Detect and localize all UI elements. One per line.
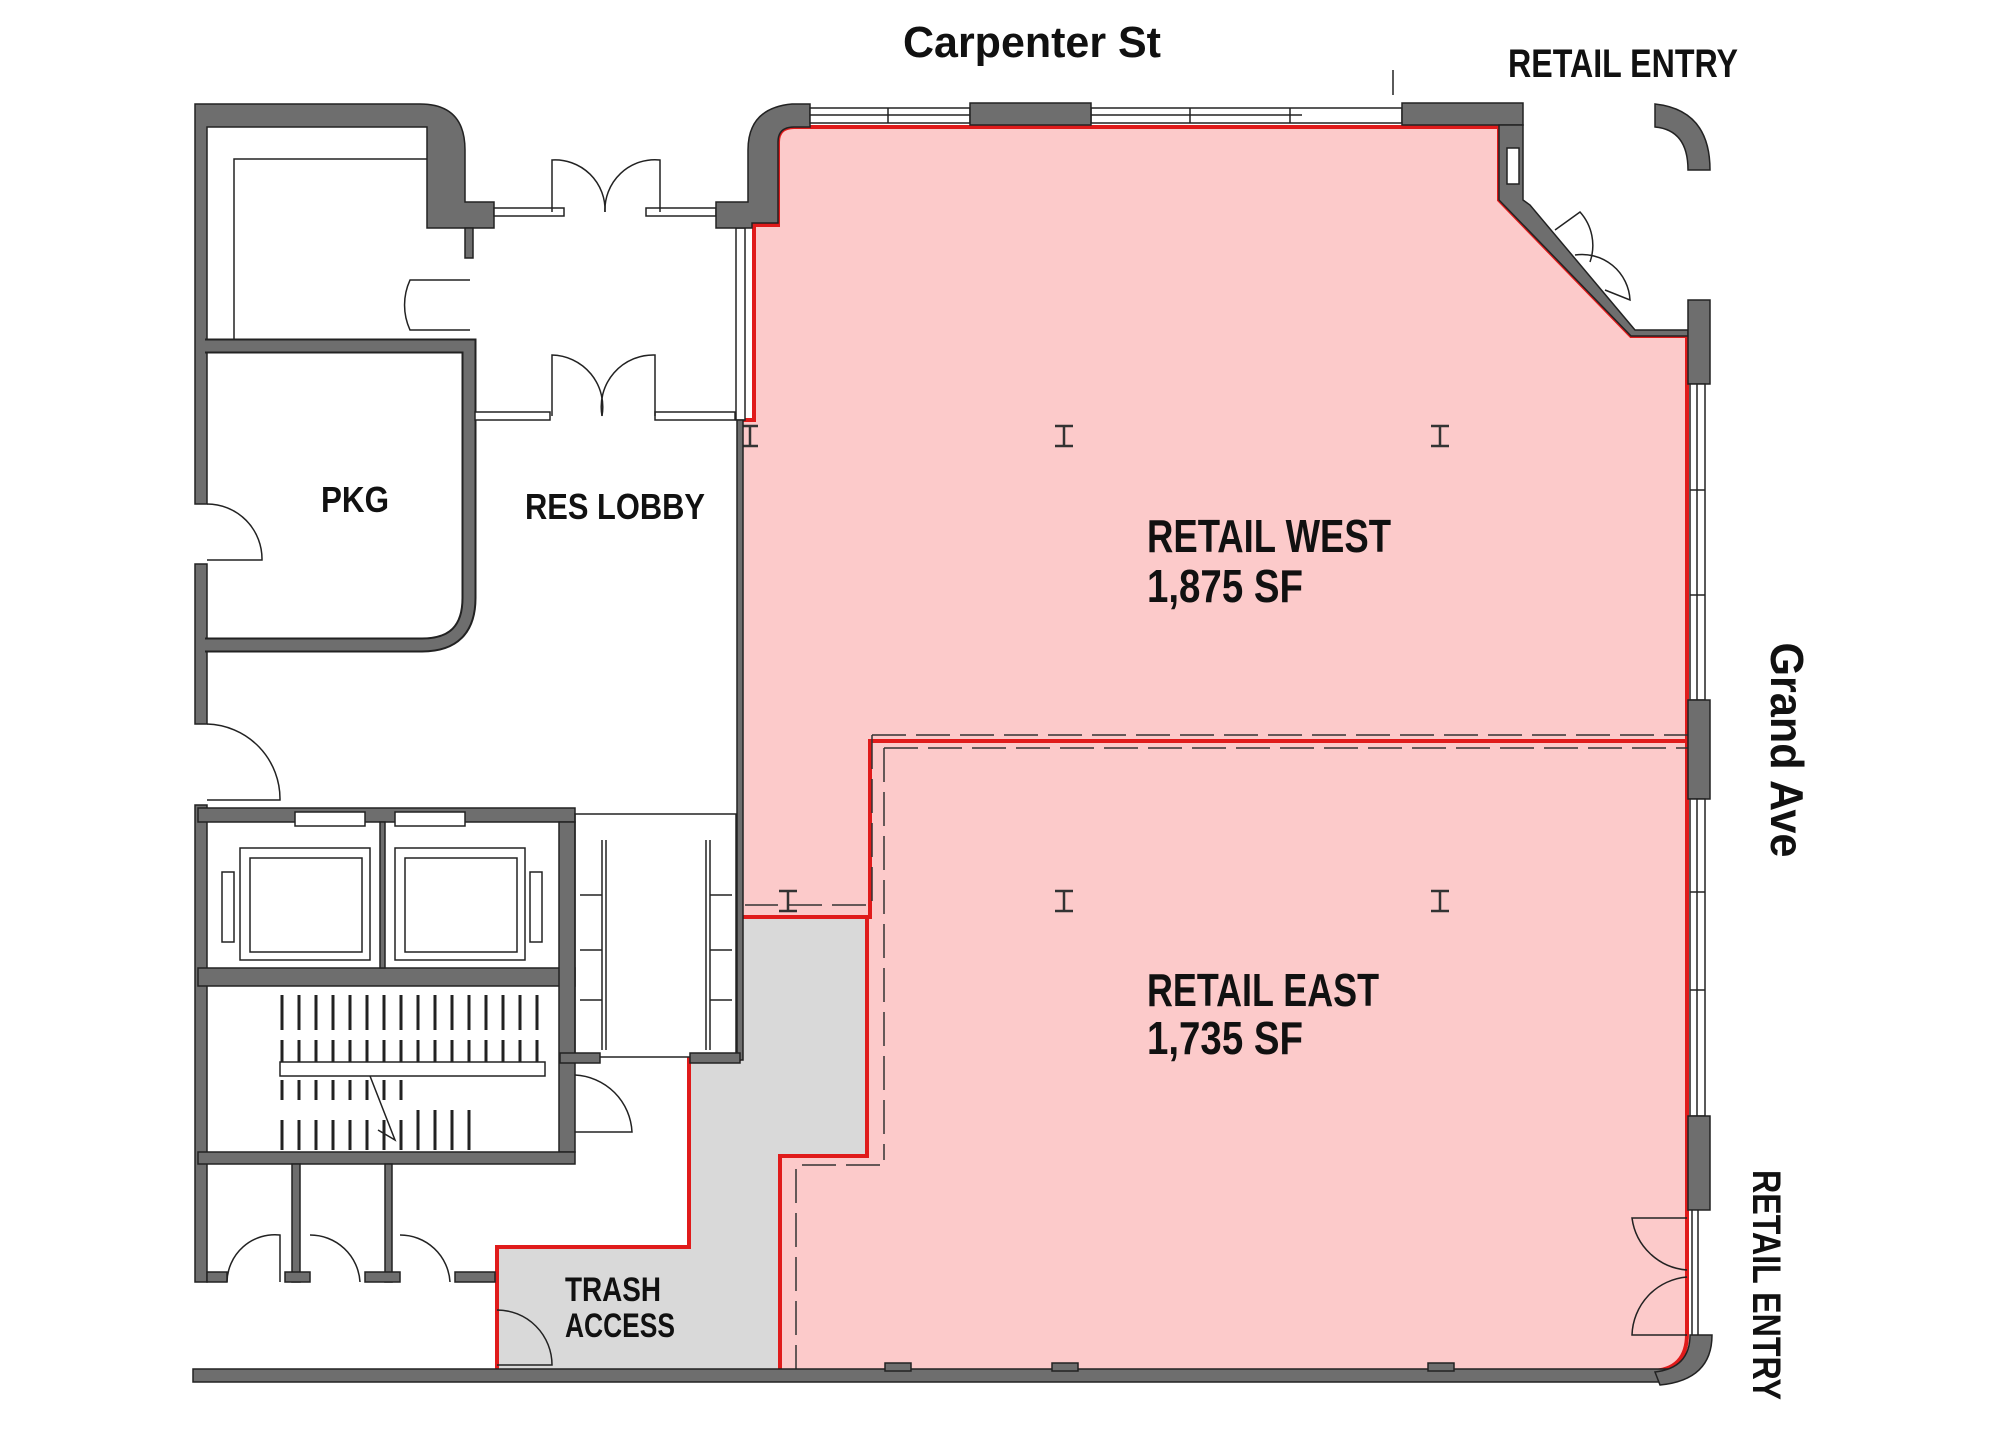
room-label-pkg: PKG <box>321 479 389 520</box>
column-icon <box>1431 424 1449 448</box>
retail-east-name: RETAIL EAST <box>1147 964 1379 1016</box>
trash-access-area[interactable] <box>497 917 870 1371</box>
room-label-trash: TRASH <box>565 1271 661 1309</box>
street-label-carpenter: Carpenter St <box>903 18 1161 67</box>
retail-west-name: RETAIL WEST <box>1147 510 1391 562</box>
retail-entry-label-north: RETAIL ENTRY <box>1508 42 1738 86</box>
street-label-grand: Grand Ave <box>1761 643 1813 858</box>
stairs-icon <box>280 995 539 1150</box>
dashed-line <box>745 735 873 906</box>
retail-east-area: 1,735 SF <box>1147 1012 1303 1064</box>
dashed-line <box>795 1164 880 1378</box>
column-icon <box>743 424 758 448</box>
column-icon <box>1431 889 1449 913</box>
retail-walls <box>809 70 1713 1386</box>
column-icon <box>779 889 797 913</box>
column-icon <box>1055 424 1073 448</box>
column-markers <box>743 424 1449 913</box>
room-label-res-lobby: RES LOBBY <box>525 486 705 527</box>
column-icon <box>1055 889 1073 913</box>
door-icon <box>226 1233 553 1366</box>
retail-west-area: 1,875 SF <box>1147 560 1303 612</box>
door-icon <box>206 158 661 801</box>
residential-walls <box>192 103 1671 1383</box>
room-label-access: ACCESS <box>565 1307 675 1345</box>
retail-entry-label-east: RETAIL ENTRY <box>1744 1170 1788 1400</box>
